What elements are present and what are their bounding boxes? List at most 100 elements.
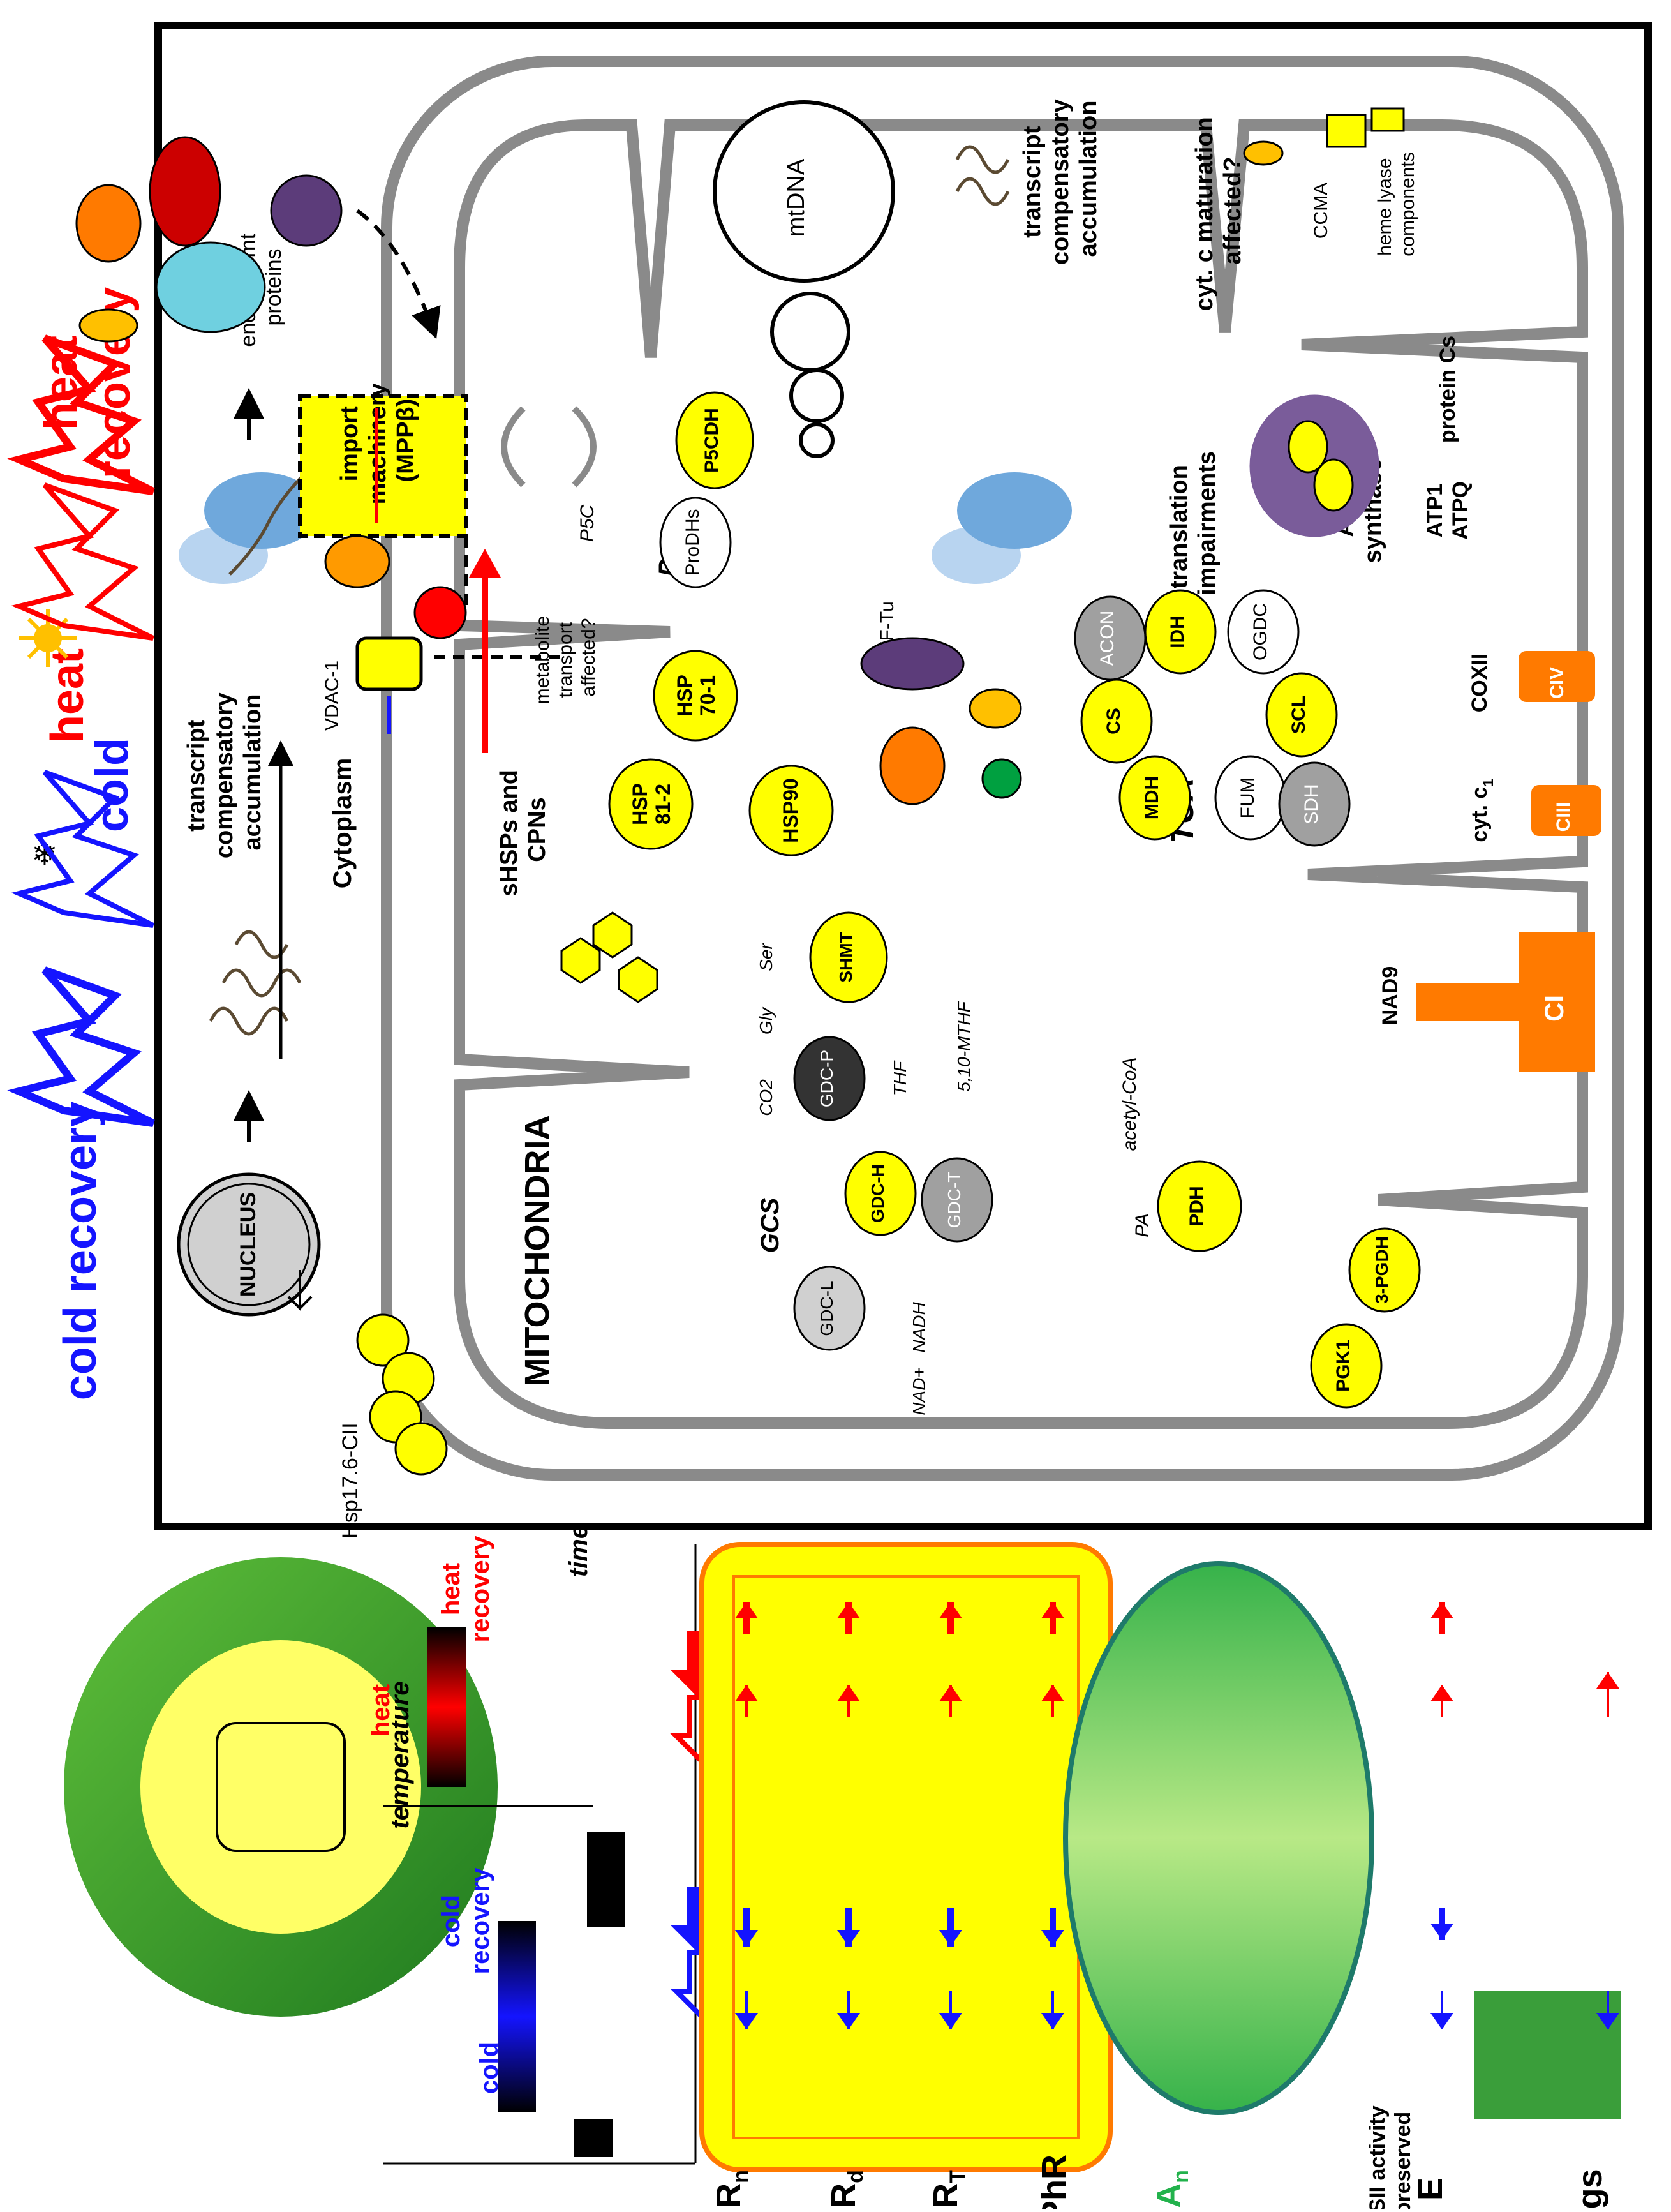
pdh-node — [1157, 1160, 1242, 1252]
summary-heat-arrow-1-head — [837, 1685, 860, 1701]
cyt-c1-text: cyt. c — [1467, 787, 1492, 842]
cold-recovery-profile — [587, 1832, 625, 1927]
tca-region: TCA CS MDH FUM SDH SCL OGDC IDH ACON — [1074, 589, 1351, 847]
hsp-group: sHSPs and CPNs HSP81-2 HSP90 HSP70-1 — [469, 549, 834, 1003]
summary-cold-recovery-label: coldrecovery — [437, 1867, 494, 1975]
cytc-maturation-label: cyt. c maturation affected? — [1191, 110, 1246, 311]
mt-ribosome-large — [957, 472, 1072, 549]
vdac-label: VDAC-1 — [322, 661, 343, 731]
iml-1: import — [336, 406, 363, 482]
mtl-3: affected? — [578, 618, 599, 697]
summary-heat-recovery-arrow-1-head — [837, 1602, 860, 1618]
row-label-rt: RT — [926, 2170, 970, 2208]
p5c-label: P5C — [577, 504, 598, 542]
ciii-label: CIII — [1553, 802, 1574, 832]
hsp81-node — [608, 758, 694, 850]
summary-cold-recovery-arrow-0-head — [735, 1930, 758, 1947]
mt-product-orange — [879, 726, 946, 805]
prodhs-node — [659, 497, 732, 588]
vdac-region: VDAC-1 metabolite transport affected? — [322, 616, 599, 734]
hsp70-label: HSP70-1 — [673, 675, 719, 717]
gdc-h-label: GDC-H — [868, 1164, 887, 1223]
hsp81-label: HSP81-2 — [628, 783, 674, 825]
summary-cold-arrow-0-head — [735, 2013, 758, 2029]
cond-cold-recovery-1: cold recovery — [55, 1102, 106, 1400]
proline-region: Pro ProDHs P5C P5CDH — [501, 391, 754, 588]
mt-product-purple — [860, 637, 965, 691]
iml-3: (MPPβ) — [392, 399, 419, 482]
heat-recovery-bolt — [7, 334, 155, 495]
ccma-label: CCMA — [1311, 183, 1332, 239]
summary-cold-recovery-arrow-3-head — [1041, 1930, 1064, 1947]
idh-label: IDH — [1167, 615, 1188, 648]
vdac-channel — [355, 636, 423, 691]
gdc-l-node — [793, 1266, 866, 1351]
summary-gs-cold-arrow-head — [1596, 2013, 1619, 2029]
summary-mitochondrion — [699, 1542, 1113, 2172]
summary-heat-arrow-3-head — [1041, 1685, 1064, 1701]
gdc-l-label: GDC-L — [817, 1280, 836, 1336]
mt-transcript-label: transcript compensatory accumulation — [1019, 93, 1102, 265]
ntl-1: transcript — [183, 719, 210, 832]
shl-2: CPNs — [524, 797, 551, 862]
shl-1: sHSPs and — [496, 770, 523, 897]
rt-sub: T — [946, 2170, 970, 2183]
mitochondria-label: MITOCHONDRIA — [518, 1116, 556, 1387]
psii-label: PSII activity preserved — [1365, 2100, 1415, 2209]
pgdh-node — [1348, 1227, 1421, 1313]
trl-1: translation — [1166, 465, 1192, 588]
gdc-t-node — [921, 1157, 993, 1243]
heme-lyase-label: heme lyase components — [1374, 152, 1418, 256]
scl-node — [1265, 672, 1338, 758]
mtl-2: transport — [555, 622, 576, 698]
h70-2: 70-1 — [696, 675, 719, 716]
nadh-label: NADH — [909, 1302, 929, 1353]
protein-purple — [270, 174, 343, 247]
heat-profile-band — [427, 1627, 466, 1787]
gdc-p-label: GDC-P — [817, 1050, 836, 1107]
atp1-label: ATP1 — [1423, 484, 1447, 537]
heat-label: heat — [42, 648, 93, 743]
mtdna-circle-2 — [770, 292, 850, 372]
summary-heat-recovery-label: heatrecovery — [437, 1536, 494, 1643]
nucleus-inner-ring — [187, 1183, 311, 1306]
mdh-label: MDH — [1141, 776, 1162, 819]
atpq-label: ATPQ — [1448, 481, 1473, 540]
protein-orange — [75, 184, 142, 263]
pgk1-label: PGK1 — [1333, 1340, 1354, 1392]
ccma-box — [1326, 114, 1367, 148]
row-label-rd: Rd — [824, 2170, 868, 2208]
shmt-label: SHMT — [836, 932, 856, 982]
cold-label: cold — [87, 738, 138, 832]
cold-recovery-label: cold recovery — [55, 1102, 106, 1400]
rt-main: R — [926, 2183, 965, 2208]
pdh-label: PDH — [1186, 1186, 1207, 1226]
gcs-region: GCS GDC-L GDC-H GDC-T GDC-P SHMT NAD+ NA… — [756, 911, 993, 1416]
summary-arrows — [735, 1602, 1619, 2029]
sun-rays — [19, 609, 77, 667]
import-machinery: import machinery (MPPβ) — [298, 383, 468, 639]
coxii-label: COXII — [1467, 654, 1492, 713]
acon-label: ACON — [1097, 611, 1118, 666]
protein-gold — [78, 308, 138, 343]
hsp-outer-region: Hsp17.6-CII — [287, 1270, 448, 1539]
cold-profile-base — [574, 2119, 613, 2157]
imported-protein-red — [413, 586, 467, 639]
hsp70-node — [653, 650, 738, 742]
fum-label: FUM — [1237, 777, 1258, 819]
mthf-label: 5,10-MTHF — [954, 1000, 974, 1091]
acetyl-coa-label: acetyl-CoA — [1119, 1057, 1140, 1151]
shsp-hex-2 — [592, 911, 633, 959]
line-1: recovery — [466, 1536, 494, 1643]
gdc-p-node — [793, 1036, 866, 1121]
line-0: cold — [437, 1895, 465, 1947]
summary-heat-recovery-arrow-2-head — [939, 1602, 962, 1618]
mtl-b: compensatory — [1047, 99, 1074, 265]
atp-f1-1 — [1288, 420, 1328, 474]
cytc-region: cyt. c maturation affected? CCMA heme ly… — [1191, 107, 1418, 311]
row-label-gs: gs — [1571, 2169, 1609, 2209]
gly-label: Gly — [756, 1006, 776, 1035]
nad-plus-label: NAD+ — [909, 1367, 929, 1415]
hsp-outer-label: Hsp17.6-CII — [338, 1423, 362, 1538]
